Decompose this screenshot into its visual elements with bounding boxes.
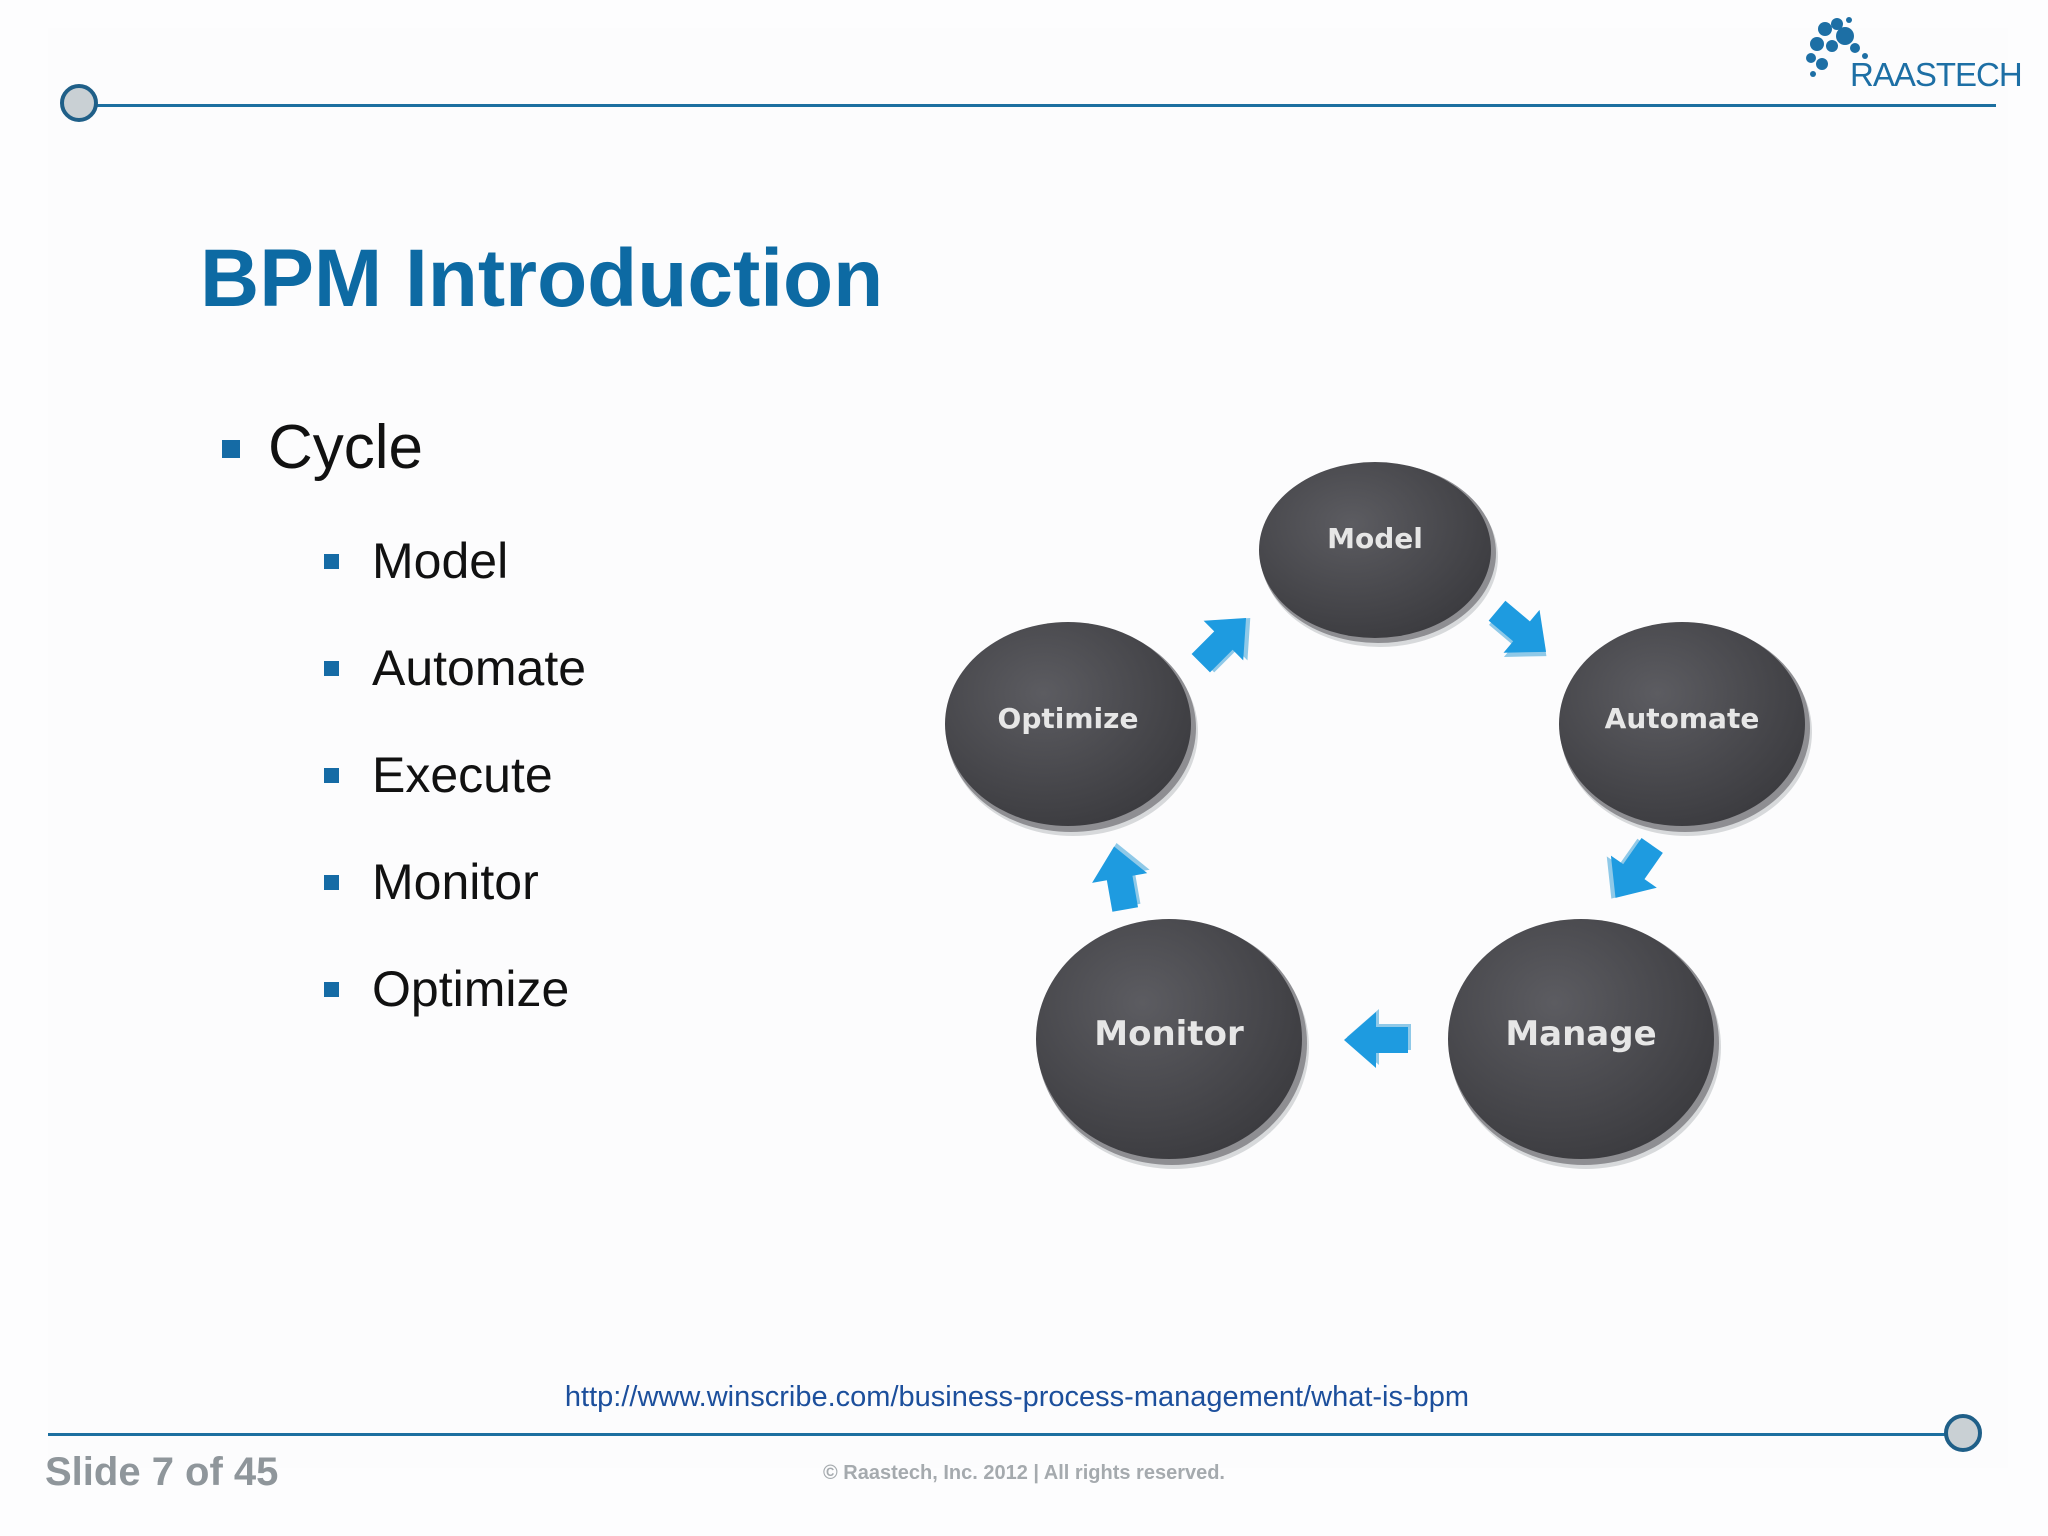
arrow-manage-to-monitor-icon — [1344, 1009, 1411, 1068]
arrow-optimize-to-model-icon — [1191, 617, 1251, 673]
bpm-cycle-diagram: Model Automate Manage Monitor — [945, 462, 1812, 1169]
logo-text: RAASTECH — [1850, 56, 2023, 93]
raastech-logo-icon — [1806, 17, 1868, 77]
bullet-text: Cycle — [268, 413, 424, 482]
cycle-node-label: Monitor — [1094, 1014, 1244, 1054]
bullet-square-icon — [324, 554, 339, 569]
sub-bullet-text: Execute — [372, 747, 553, 803]
slide-number: Slide 7 of 45 — [45, 1450, 279, 1494]
bottom-rule-knob — [1944, 1414, 1982, 1452]
arrow-automate-to-manage-icon — [1606, 837, 1663, 899]
cycle-node-label: Manage — [1505, 1014, 1656, 1054]
cycle-node-label: Automate — [1605, 702, 1760, 735]
copyright-text: © Raastech, Inc. 2012 | All rights reser… — [823, 1462, 1225, 1484]
sub-bullet-text: Optimize — [372, 961, 570, 1017]
cycle-node-label: Optimize — [998, 702, 1139, 735]
bullet-square-icon — [324, 982, 339, 997]
bottom-rule — [48, 1433, 1968, 1436]
cycle-node-manage: Manage — [1448, 919, 1721, 1169]
cycle-node-label: Model — [1327, 522, 1423, 555]
bullet-square-icon — [222, 440, 240, 458]
bullet-square-icon — [324, 875, 339, 890]
cycle-node-automate: Automate — [1559, 622, 1812, 836]
top-rule — [80, 104, 1996, 107]
slide-title: BPM Introduction — [200, 233, 884, 324]
sub-bullet-text: Monitor — [372, 854, 539, 910]
top-rule-knob — [60, 84, 98, 122]
bullet-square-icon — [324, 768, 339, 783]
arrow-model-to-automate-icon — [1488, 600, 1547, 657]
cycle-node-model: Model — [1259, 462, 1498, 647]
cycle-node-optimize: Optimize — [945, 622, 1198, 836]
sub-bullet-text: Model — [372, 533, 509, 589]
sub-bullet-text: Automate — [372, 640, 587, 696]
source-url-link[interactable]: http://www.winscribe.com/business-proces… — [564, 1381, 1470, 1413]
bullet-square-icon — [324, 661, 339, 676]
arrow-monitor-to-optimize-icon — [1092, 843, 1150, 912]
cycle-node-monitor: Monitor — [1036, 919, 1309, 1169]
